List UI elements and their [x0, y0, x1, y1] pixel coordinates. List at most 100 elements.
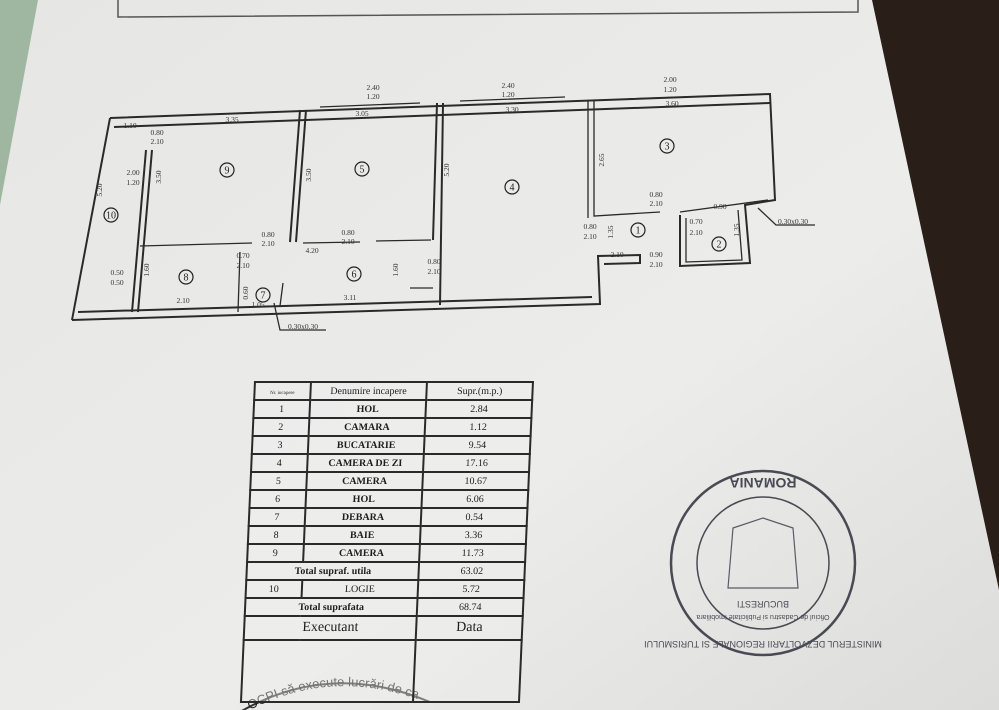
dimension-label: 3.35 [225, 115, 238, 124]
dimension-label: 1.60 [142, 263, 151, 276]
total-useful-area: 63.02 [418, 562, 526, 580]
dimension-label: 4.20 [305, 246, 318, 255]
room-nr: 3 [251, 436, 309, 454]
header-nr: Nr. incapere [269, 390, 295, 396]
dimension-label: 2.10 [583, 232, 596, 241]
dimension-label: 1.05 [251, 300, 264, 309]
room-name: DEBARA [304, 508, 422, 526]
dimension-label: 3.05 [355, 109, 368, 118]
room-name: CAMARA [308, 418, 426, 436]
room-number-circle [504, 179, 520, 195]
dimension-label: 2.10 [341, 237, 354, 246]
dimension-label: 2.10 [689, 228, 702, 237]
dimension-label: 2.10 [176, 296, 189, 305]
dimension-label: 0.80 [649, 190, 662, 199]
room-area: 11.73 [419, 544, 526, 562]
dimension-label: 1.20 [366, 92, 379, 101]
stamp-outer-text: MINISTERUL DEZVOLTARII REGIONALE SI TURI… [644, 639, 882, 649]
dimension-label: 1.20 [126, 178, 139, 187]
room-nr: 2 [252, 418, 309, 436]
coat-of-arms-icon [727, 517, 799, 589]
room-number: 3 [665, 142, 670, 153]
room-name: BAIE [303, 526, 422, 544]
room-number-marker: 4 [504, 179, 520, 195]
dimension-label: 1.20 [663, 85, 676, 94]
dimension-label: 2.40 [366, 83, 379, 92]
room-area: 6.06 [421, 490, 529, 508]
dimension-label: 0.80 [583, 222, 596, 231]
table-row: 10 LOGIE 5.72 [245, 580, 525, 598]
room-number-marker: 5 [354, 161, 370, 177]
dimension-label: 1.20 [501, 90, 514, 99]
dimension-label: 2.00 [126, 168, 139, 177]
dimension-label: 5.20 [442, 163, 451, 176]
room-number: 8 [184, 273, 189, 284]
room-name: CAMERA [302, 544, 421, 562]
room-number-circle [354, 161, 370, 177]
room-area: 5.72 [417, 580, 525, 598]
dimension-label: 2.10 [610, 250, 623, 259]
room-area: 3.36 [420, 526, 527, 544]
official-stamp: MINISTERUL DEZVOLTARII REGIONALE SI TURI… [644, 469, 882, 657]
room-number-circle [255, 287, 271, 303]
room-name: LOGIE [301, 580, 419, 598]
total-useful-label: Total supraf. utila [246, 562, 420, 580]
room-area: 17.16 [423, 454, 530, 472]
room-nr: 10 [245, 580, 302, 598]
room-name: HOL [305, 490, 423, 508]
room-number-circle [178, 269, 194, 285]
stamp-outer-ring [669, 469, 857, 657]
dimension-label: 0.80 [427, 257, 440, 266]
room-number-marker: 2 [711, 236, 727, 252]
room-number: 10 [106, 211, 116, 222]
room-nr: 9 [247, 544, 304, 562]
room-name: BUCATARIE [307, 436, 425, 454]
dimension-label: 0.90 [649, 250, 662, 259]
room-number-marker: 8 [178, 269, 194, 285]
executant-cell [240, 640, 417, 702]
room-number: 5 [360, 165, 365, 176]
room-name: CAMERA [305, 472, 424, 490]
dimension-label: 2.40 [501, 81, 514, 90]
top-frame-box [117, 0, 859, 18]
dimension-label: 0.50 [110, 278, 123, 287]
floor-plan: 2.401.202.401.202.001.201.103.350.802.10… [71, 75, 815, 331]
dimension-label: 5.20 [95, 183, 104, 196]
dimension-label: 0.70 [689, 217, 702, 226]
dimension-label: 3.50 [154, 170, 163, 183]
dimension-label: 1.35 [732, 223, 741, 236]
room-area: 2.84 [425, 400, 533, 418]
table-header: Nr. incapere Denumire incapere Supr.(m.p… [254, 382, 533, 400]
dimension-label: 0.30x0.30 [778, 217, 808, 226]
room-number: 9 [225, 166, 230, 177]
room-name: CAMERA DE ZI [306, 454, 425, 472]
dimension-label: 2.10 [649, 199, 662, 208]
dimension-label: 2.00 [663, 75, 676, 84]
room-number-marker: 10 [103, 207, 119, 223]
dimension-label: 3.60 [665, 99, 678, 108]
dimension-label: 0.30x0.30 [288, 322, 318, 331]
room-number-circle [219, 162, 235, 178]
dimension-label: 0.90 [713, 202, 726, 211]
room-number: 4 [510, 183, 515, 194]
room-area: 1.12 [424, 418, 532, 436]
dimension-label: 2.10 [427, 267, 440, 276]
room-name: HOL [308, 400, 427, 418]
dimension-label: 2.65 [597, 153, 606, 166]
dimension-label: 0.80 [341, 228, 354, 237]
room-nr: 8 [247, 526, 305, 544]
room-number: 1 [636, 226, 641, 237]
room-number: 7 [261, 291, 266, 302]
room-number-marker: 1 [630, 222, 646, 238]
room-nr: 4 [251, 454, 308, 472]
date-cell [413, 640, 522, 702]
room-number-marker: 6 [346, 266, 362, 282]
header-area: Supr.(m.p.) [426, 382, 533, 400]
